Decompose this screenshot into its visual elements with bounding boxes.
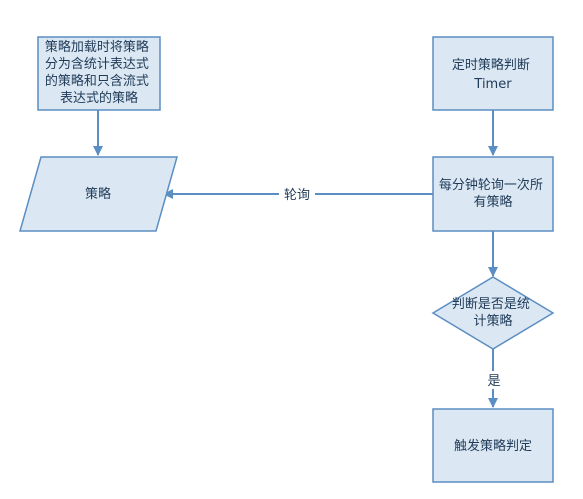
poll-line-2: 有策略 xyxy=(473,194,512,210)
poll-label-bg xyxy=(279,185,315,203)
svg-text:定时策略判断 Timer: 定时策略判断 Timer xyxy=(452,57,534,92)
svg-text:判断是否是统 计策略: 判断是否是统 计策略 xyxy=(452,297,534,329)
node-strategy: 策略 xyxy=(19,156,178,232)
strategy-load-line-3: 的策略和只含流式 xyxy=(45,73,149,89)
strategy-load-line-1: 策略加载时将策略 xyxy=(45,39,149,55)
decision-line-1: 判断是否是统 xyxy=(452,297,530,312)
node-decision: 判断是否是统 计策略 xyxy=(431,276,555,350)
trigger-label: 触发策略判定 xyxy=(454,438,532,454)
decision-line-2: 计策略 xyxy=(473,313,512,329)
strategy-label: 策略 xyxy=(85,186,111,202)
strategy-load-line-4: 表达式的策略 xyxy=(60,90,138,106)
svg-text:每分钟轮询一次所 有策略: 每分钟轮询一次所 有策略 xyxy=(439,177,547,210)
edge-label-poll: 轮询 xyxy=(284,188,310,203)
strategy-load-line-2: 分为含统计表达式 xyxy=(45,56,149,72)
yes-label-bg xyxy=(484,371,504,389)
timer-line-2: Timer xyxy=(473,77,512,92)
node-timer: 定时策略判断 Timer xyxy=(432,36,554,111)
svg-text:策略加载时将策略 分为含统计表达式: 策略加载时将策略 分为含统计表达式 的策略和只含流式 表达式的策略 xyxy=(45,39,153,106)
edge-label-yes: 是 xyxy=(487,374,500,389)
node-trigger: 触发策略判定 xyxy=(432,408,554,483)
node-poll: 每分钟轮询一次所 有策略 xyxy=(432,156,554,232)
timer-line-1: 定时策略判断 xyxy=(452,57,530,73)
poll-line-1: 每分钟轮询一次所 xyxy=(439,177,543,193)
node-strategy-load: 策略加载时将策略 分为含统计表达式 的策略和只含流式 表达式的策略 xyxy=(37,36,161,111)
